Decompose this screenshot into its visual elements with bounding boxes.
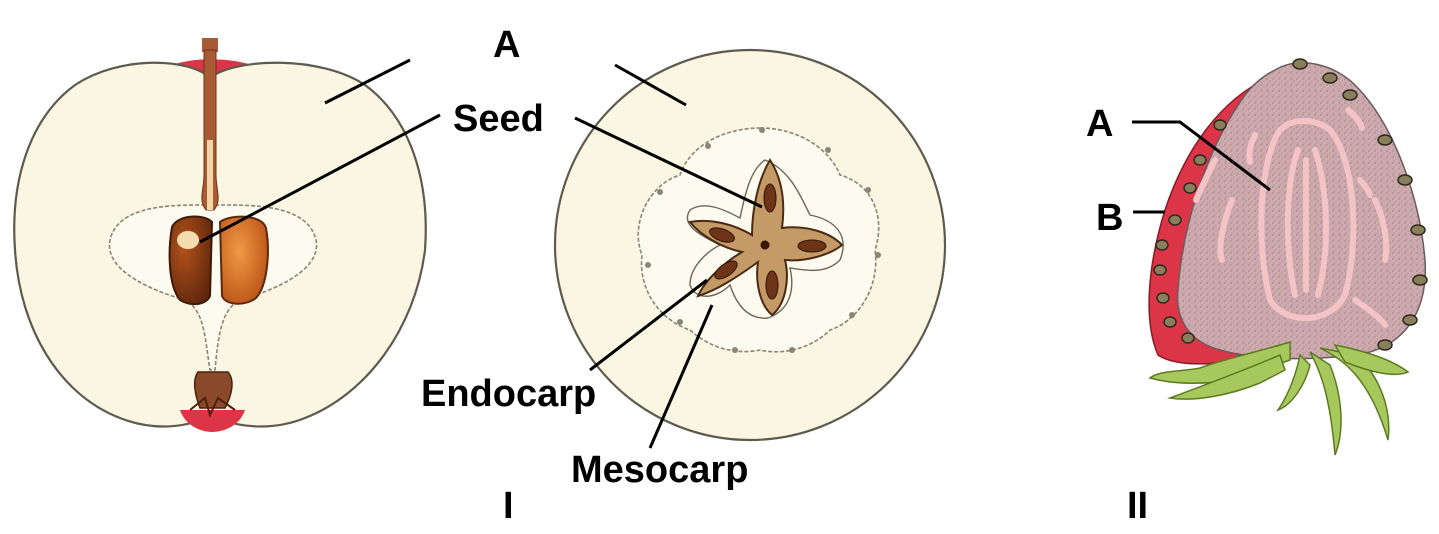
label-strawberry-b: B [1096, 197, 1123, 239]
strawberry-flesh [1176, 62, 1427, 360]
apple-seed-left [168, 215, 214, 306]
label-figure-one: I [503, 485, 514, 527]
leader-line-seed-right [574, 116, 763, 209]
apple-stalk-top [202, 38, 218, 52]
label-seed: Seed [453, 98, 544, 140]
label-figure-two: II [1127, 485, 1148, 527]
strawberry-sepals [1148, 340, 1410, 456]
leader-line-mesocarp [648, 304, 714, 449]
apple-seed-right [218, 215, 269, 305]
strawberry-inner-strands [1193, 107, 1390, 328]
apple-calyx-sepals [189, 396, 236, 418]
transverse-bundles [645, 127, 881, 353]
label-mesocarp: Mesocarp [571, 449, 748, 491]
leader-line-endocarp [589, 278, 708, 372]
apple-transverse-section [553, 48, 947, 442]
label-a-top: A [493, 24, 520, 66]
strawberry-section [1148, 58, 1428, 456]
apple-calyx-red [180, 410, 245, 432]
label-endocarp: Endocarp [421, 373, 596, 415]
leader-line-strawberry-a [1132, 120, 1271, 192]
leader-line-a-right [614, 63, 687, 107]
transverse-seeds [709, 183, 827, 300]
apple-seed-highlight [177, 231, 199, 249]
strawberry-achenes [1153, 58, 1428, 351]
apple-longitudinal-section [13, 38, 427, 432]
apple-stalk [201, 49, 219, 211]
leader-line-a-left [324, 58, 411, 105]
apple-stalk-vessel [207, 140, 213, 210]
leader-line-seed-left [199, 113, 441, 244]
label-strawberry-a: A [1086, 103, 1113, 145]
